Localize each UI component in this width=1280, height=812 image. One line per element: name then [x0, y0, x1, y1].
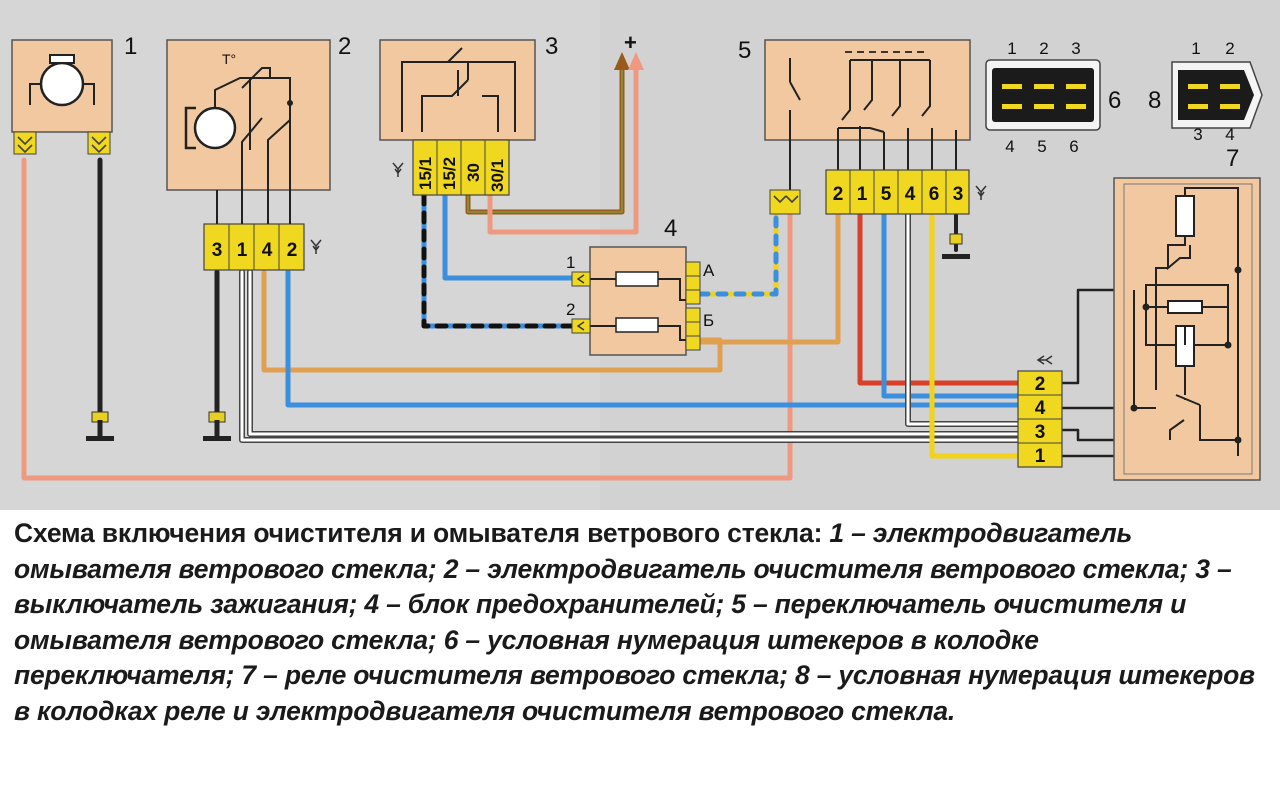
- component-5-wiper-switch: 5: [738, 37, 971, 141]
- switch-pin-0: 2: [833, 184, 844, 205]
- plug8-top-1: 1: [1191, 39, 1200, 58]
- wire-blue-black-ignition-dash: [421, 192, 575, 329]
- supply-plus-label: +: [624, 30, 637, 55]
- component-1-washer-motor: 1: [11, 33, 137, 155]
- plug6-top-2: 2: [1039, 39, 1048, 58]
- connector-arrow-icon: [310, 239, 322, 254]
- component-7-wiper-relay: 7: [1113, 145, 1261, 481]
- component-number-4: 4: [664, 215, 677, 242]
- caption-rest: 1 – электродвигатель омывателя ветрового…: [14, 518, 1255, 726]
- component-number-7: 7: [1226, 145, 1239, 172]
- switch-pin-2: 5: [881, 184, 892, 205]
- component-2-wiper-motor: T° 3 1 4 2 2: [166, 33, 351, 271]
- plug6-bottom-5: 5: [1037, 137, 1046, 156]
- wire-red-switch: [857, 212, 1021, 386]
- switch-pin-5: 3: [953, 184, 964, 205]
- wire-white-motor2-pin4-core: [248, 270, 1020, 436]
- plug8-top-2: 2: [1225, 39, 1234, 58]
- fuse-input-1: 1: [566, 253, 575, 272]
- ignition-pin-2: 30: [464, 163, 483, 182]
- motor2-pin-3: 2: [287, 240, 298, 261]
- wire-blue-motor2: [285, 269, 1021, 408]
- wire-pink-motor1: [21, 157, 793, 481]
- wiring-diagram: 1 T° 3 1 4 2 2: [0, 0, 1280, 510]
- ignition-pin-0: 15/1: [416, 157, 435, 190]
- switch-pin-3: 4: [905, 184, 916, 205]
- wire-white-switch-core: [906, 213, 1020, 426]
- motor2-pin-0: 3: [212, 240, 223, 261]
- switch-pin-1: 1: [857, 184, 868, 205]
- plug6-top-1: 1: [1007, 39, 1016, 58]
- relay-pin-0: 2: [1035, 374, 1046, 395]
- component-number-3: 3: [545, 33, 558, 60]
- component-number-8: 8: [1148, 87, 1161, 114]
- plug8-bottom-4: 4: [1225, 125, 1234, 144]
- caption-lead: Схема включения очистителя и омывателя в…: [14, 518, 823, 548]
- wire-brown-supply-core: [467, 59, 623, 213]
- component-number-6: 6: [1108, 87, 1121, 114]
- relay-pin-3: 1: [1035, 446, 1046, 467]
- wire-yellow-fuse-a-dash: [697, 212, 779, 297]
- component-8-plug-numbering: 8 1 2 3 4: [1148, 39, 1263, 144]
- wire-white-motor2-pin1-core: [240, 270, 1020, 442]
- plug6-top-3: 3: [1071, 39, 1080, 58]
- plug8-bottom-3: 3: [1193, 125, 1202, 144]
- relay-connector: 2 4 3 1: [1017, 355, 1063, 468]
- component-6-plug-numbering: 1 2 3 4 5 6 6: [985, 39, 1121, 156]
- fuse-input-2: 2: [566, 300, 575, 319]
- switch-side-connector: [769, 189, 801, 215]
- fuse-output-a: А: [703, 261, 715, 280]
- component-3-ignition-switch: 15/1 15/2 30 30/1 3: [379, 33, 558, 196]
- wire-yellow-switch: [929, 212, 1021, 459]
- relay-pin-2: 3: [1035, 422, 1046, 443]
- switch-pin-4: 6: [929, 184, 940, 205]
- fuse-output-b: Б: [703, 311, 714, 330]
- motor2-temp-label: T°: [222, 51, 236, 67]
- figure-caption: Схема включения очистителя и омывателя в…: [14, 516, 1266, 806]
- plug6-bottom-6: 6: [1069, 137, 1078, 156]
- fuse-2-icon: [615, 317, 659, 333]
- plug6-bottom-4: 4: [1005, 137, 1014, 156]
- connector-arrow-icon: [975, 185, 987, 200]
- motor2-pin-2: 4: [262, 240, 273, 261]
- relay-resistor-icon: [1167, 300, 1203, 314]
- wire-relay-links: [1060, 288, 1240, 458]
- component-number-5: 5: [738, 37, 751, 64]
- wire-blue-ignition: [442, 192, 575, 281]
- supply-arrows: +: [614, 30, 644, 70]
- wiring-diagram-svg: 1 T° 3 1 4 2 2: [0, 0, 1280, 510]
- motor1-connector: [13, 131, 111, 155]
- wire-blue-switch: [881, 212, 1021, 399]
- wire-group: [21, 57, 1240, 481]
- wire-pink-supply: [487, 57, 639, 235]
- ground-symbols: [86, 233, 970, 441]
- wire-orange-fuse-switch: [697, 212, 841, 345]
- fuse-1-icon: [615, 271, 659, 287]
- fuse-connectors: [571, 261, 701, 351]
- component-4-fuse-block: 1 2 А Б 4: [566, 215, 715, 356]
- ignition-connector: 15/1 15/2 30 30/1: [392, 139, 510, 196]
- connector-arrow-icon: [1036, 355, 1053, 365]
- ignition-pin-1: 15/2: [440, 157, 459, 190]
- component-number-1: 1: [124, 33, 137, 60]
- relay-pin-1: 4: [1035, 398, 1046, 419]
- relay-coil-icon: [1175, 195, 1195, 237]
- component-number-2: 2: [338, 33, 351, 60]
- connector-arrow-icon: [392, 162, 404, 177]
- motor2-connector: 3 1 4 2: [203, 223, 322, 271]
- ignition-pin-3: 30/1: [488, 159, 507, 192]
- motor2-pin-1: 1: [237, 240, 248, 261]
- switch-connector: 2 1 5 4 6 3: [825, 169, 987, 215]
